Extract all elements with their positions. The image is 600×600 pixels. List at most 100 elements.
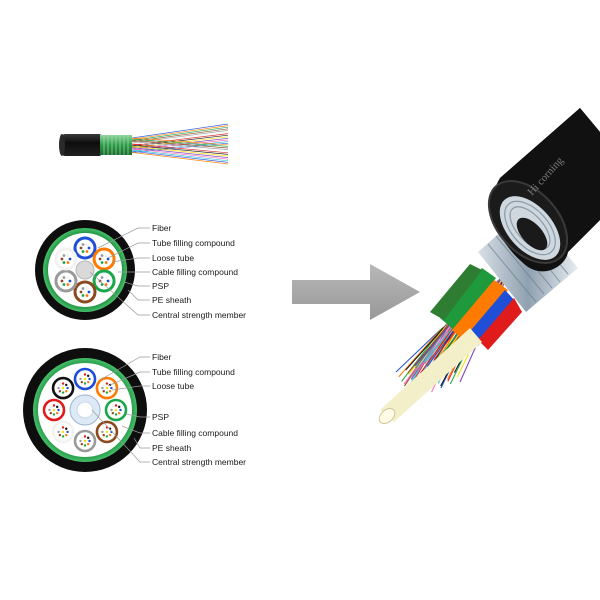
fiber-dot	[80, 374, 84, 378]
bottom-label-tube-filling-compound: Tube filling compound	[152, 367, 235, 377]
small-fiber	[131, 137, 229, 146]
fiber-dot	[58, 427, 62, 430]
fiber-dot	[81, 287, 85, 290]
fiber-dot	[55, 405, 59, 409]
large-fiber	[398, 328, 442, 378]
fiber-dot	[80, 380, 84, 384]
fiber-dot	[81, 243, 85, 246]
small-fiber	[131, 146, 229, 157]
fiber-dot	[61, 391, 65, 394]
fiber-dot	[100, 276, 104, 279]
fiber-dot	[49, 411, 53, 415]
small-fiber	[131, 142, 229, 152]
top-label-cable-filling-compound: Cable filling compound	[152, 267, 238, 277]
fiber-dot	[66, 254, 70, 257]
loose-tube	[73, 367, 97, 391]
fiber-dot	[88, 377, 91, 381]
right-arrow	[292, 264, 420, 320]
fiber-dot	[65, 383, 68, 387]
fiber-dot	[52, 404, 56, 407]
fiber-dot	[66, 430, 69, 434]
fiber-dot	[66, 261, 70, 264]
fiber-dot	[104, 261, 108, 264]
small-fiber	[131, 144, 229, 155]
fiber-dot	[85, 243, 89, 246]
loose-tube	[42, 398, 66, 422]
loose-tube	[92, 247, 116, 271]
small-fiber	[131, 125, 229, 140]
fiber-dot	[110, 386, 113, 390]
large-cable-illustration: Hi corning	[378, 108, 600, 424]
fiber-dot	[87, 246, 91, 250]
fiber-dot	[68, 279, 72, 283]
fiber-dot	[81, 250, 85, 253]
loose-tube	[92, 269, 116, 293]
fiber-dot	[85, 250, 89, 253]
small-fiber	[131, 143, 229, 154]
top-label-psp: PSP	[152, 281, 170, 291]
loose-tube	[54, 247, 78, 271]
fiber-dot	[79, 246, 83, 250]
bottom-label-pe-sheath: PE sheath	[152, 443, 192, 453]
loose-tube	[95, 376, 119, 400]
fiber-dot	[86, 374, 90, 378]
fiber-dot	[80, 436, 84, 440]
small-fiber	[131, 147, 229, 158]
loose-tube	[95, 420, 119, 444]
small-fiber	[131, 138, 229, 147]
fiber-dot	[62, 283, 66, 286]
fiber-dot	[83, 373, 87, 376]
fiber-dot	[80, 442, 84, 446]
bottom-label-psp: PSP	[152, 412, 170, 422]
bottom-label-loose-tube: Loose tube	[152, 381, 195, 391]
bottom-label-central-strength-member: Central strength member	[152, 457, 247, 467]
fiber-dot	[108, 390, 112, 393]
fiber-dot	[100, 254, 104, 257]
fiber-dot	[85, 294, 89, 297]
loose-tube	[73, 429, 97, 453]
fiber-dot	[62, 276, 66, 279]
fiber-dot	[114, 413, 118, 416]
fiber-dot	[101, 386, 104, 390]
small-fiber	[131, 123, 229, 139]
fiber-dot	[62, 254, 66, 257]
fiber-dot	[83, 382, 87, 385]
fiber-dot	[58, 383, 62, 387]
fiber-dot	[104, 283, 108, 286]
fiber-dot	[114, 404, 118, 407]
fiber-dot	[102, 427, 105, 430]
fiber-dot	[104, 276, 108, 279]
top-label-fiber: Fiber	[152, 223, 172, 233]
fiber-dot	[104, 254, 108, 257]
fiber-dot	[106, 279, 110, 283]
loose-tube	[51, 420, 75, 444]
fiber-dot	[65, 427, 68, 430]
label-leader-lines	[89, 227, 150, 463]
bottom-label-cable-filling-compound: Cable filling compound	[152, 428, 238, 438]
small-fiber	[131, 141, 229, 150]
large-fiber	[405, 323, 448, 371]
small-cable-body	[59, 123, 229, 165]
small-fiber	[131, 149, 229, 162]
top-label-central-strength-member: Central strength member	[152, 310, 247, 320]
fiber-dot	[86, 442, 90, 446]
fiber-dot	[102, 433, 105, 437]
loose-tube	[73, 280, 97, 304]
small-fiber	[131, 150, 229, 163]
fiber-dot	[105, 391, 109, 394]
loose-tube	[51, 376, 75, 400]
fiber-dot	[117, 411, 121, 415]
fiber-dot	[62, 261, 66, 264]
fiber-dot	[61, 426, 65, 429]
fiber-dot	[58, 433, 62, 437]
large-fiber	[407, 316, 456, 374]
fiber-dot	[61, 382, 65, 385]
cross-section-top	[35, 220, 135, 320]
fiber-dot	[85, 287, 89, 290]
fiber-dot	[60, 279, 64, 283]
fiber-dot	[83, 435, 87, 438]
fiber-dot	[102, 390, 105, 393]
fiber-dot	[52, 413, 56, 416]
